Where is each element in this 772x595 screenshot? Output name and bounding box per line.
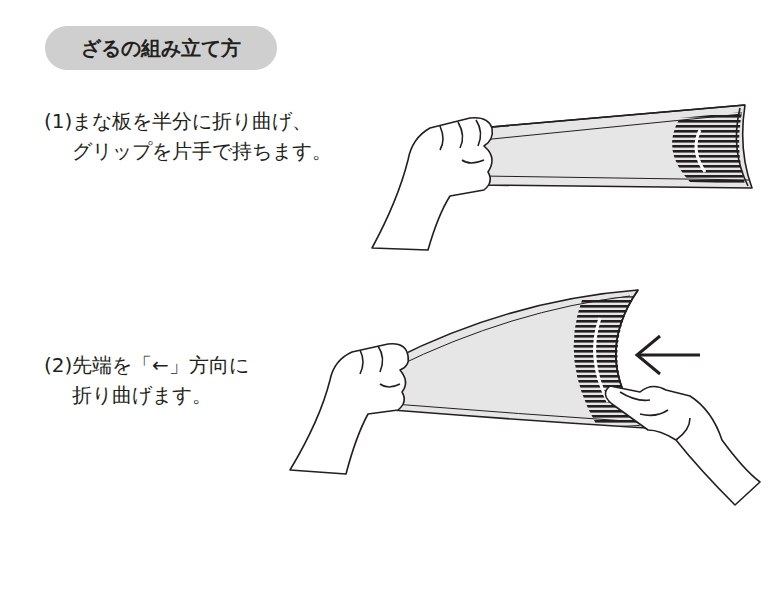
title-text: ざるの組み立て方 — [81, 35, 241, 62]
step-text: まな板を半分に折り曲げ、 グリップを片手で持ちます。 — [72, 106, 362, 166]
bent-board — [392, 290, 646, 428]
hand — [290, 344, 408, 474]
title-pill: ざるの組み立て方 — [45, 26, 277, 70]
hand — [372, 118, 492, 250]
hand — [605, 386, 760, 505]
direction-arrow — [637, 336, 700, 374]
step-text: 先端を「←」方向に 折り曲げます。 — [72, 350, 292, 410]
folded-board — [480, 105, 752, 188]
